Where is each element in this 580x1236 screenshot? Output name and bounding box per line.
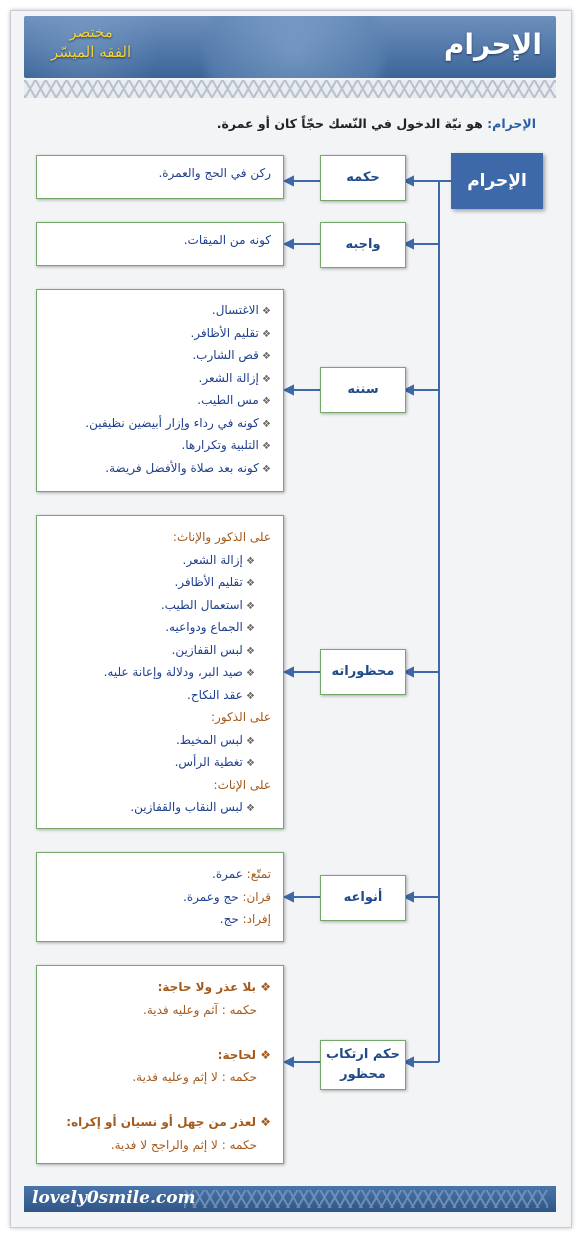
list-item: لبس المخيط. [45,729,271,752]
footer-bar: lovely0smile.com [24,1186,556,1212]
group-title: على الإناث: [213,777,271,792]
brand-line2: الفقه الميسّر [50,43,132,61]
root-node: الإحرام [451,153,543,209]
type-value: حج وعمرة. [183,889,243,904]
ornament-pattern [174,16,414,78]
leaf-hukm: ركن في الحج والعمرة. [36,155,284,199]
page-title: الإحرام [443,28,542,61]
list-item: الاغتسال. [45,299,271,322]
list-item: لبس القفازين. [45,639,271,662]
leaf-sunan: الاغتسال. تقليم الأظافر. قص الشارب. إزال… [36,289,284,492]
list-item: تمتّع: عمرة. [45,863,271,886]
rule-label: حكمه : [221,1070,257,1084]
list-item: تقليم الأظافر. [45,322,271,345]
list-item: قران: حج وعمرة. [45,886,271,909]
spacer [45,1089,271,1112]
list-item: تقليم الأظافر. [45,571,271,594]
site-link[interactable]: lovely0smile.com [32,1188,196,1208]
leaf-irtikab: ❖ بلا عذر ولا حاجة: حكمه : آثم وعليه فدي… [36,965,284,1164]
list-item: التلبية وتكرارها. [45,434,271,457]
group-title: على الذكور: [211,710,271,724]
case-title: ❖ لحاجة: [217,1047,271,1062]
list-item: الجماع ودواعيه. [45,616,271,639]
type-value: حج. [219,912,243,926]
decorative-band [24,80,556,98]
definition-line: الإحرام: هو نيّة الدخول في النّسك حجّاً … [217,116,536,131]
list-item: عقد النكاح. [45,684,271,707]
case-rule: حكمه : لا إثم وعليه فدية. [45,1066,271,1089]
node-irtikab-line2: محظور [340,1067,386,1082]
group-title: على الذكور والإناث: [172,530,271,544]
type-name: إفراد: [242,912,271,926]
case-rule: حكمه : لا إثم والراجح لا فدية. [45,1134,271,1157]
list-item: تغطية الرأس. [45,751,271,774]
rule-text: لا إثم والراجح لا فدية. [110,1137,222,1152]
list-item: كونه بعد صلاة والأفضل فريضة. [45,457,271,480]
ornament-pattern [24,16,174,78]
definition-text: هو نيّة الدخول في النّسك حجّاً كان أو عم… [216,116,488,131]
list-item: مس الطيب. [45,389,271,412]
list-item: كونه في رداء وإزار أبيضين نظيفين. [45,412,271,435]
node-wajib: واجبه [320,222,406,268]
list-item: استعمال الطيب. [45,594,271,617]
header-banner: مختصر الفقه الميسّر الإحرام [24,16,556,78]
definition-label: الإحرام: [487,116,536,131]
leaf-anwa: تمتّع: عمرة. قران: حج وعمرة. إفراد: حج. [36,852,284,942]
node-irtikab: حكم ارتكاب محظور [320,1040,406,1090]
decorative-band [184,1190,548,1208]
case-title: ❖ لعذر من جهل أو نسيان أو إكراه: [66,1115,271,1129]
brand-logo: مختصر الفقه الميسّر [36,22,146,62]
list-item: قص الشارب. [45,344,271,367]
rule-text: لا إثم وعليه فدية. [132,1070,222,1084]
node-mahzurat: محظوراته [320,649,406,695]
type-value: عمرة. [212,867,247,881]
brand-line1: مختصر [69,23,113,41]
type-name: تمتّع: [246,867,271,881]
list-item: صيد البر، ودلالة وإعانة عليه. [45,661,271,684]
leaf-wajib-text: كونه من الميقات. [183,233,271,247]
leaf-hukm-text: ركن في الحج والعمرة. [158,166,271,180]
leaf-wajib: كونه من الميقات. [36,222,284,266]
node-sunan: سننه [320,367,406,413]
node-hukm: حكمه [320,155,406,201]
list-item: لبس النقاب والقفازين. [45,796,271,819]
list-item: إزالة الشعر. [45,549,271,572]
leaf-mahzurat: على الذكور والإناث: إزالة الشعر. تقليم ا… [36,515,284,829]
rule-label: حكمه : [221,1002,257,1017]
node-anwa: أنواعه [320,875,406,921]
spacer [45,1021,271,1044]
list-item: إزالة الشعر. [45,367,271,390]
case-title: ❖ بلا عذر ولا حاجة: [157,980,271,994]
rule-text: آثم وعليه فدية. [143,1002,222,1017]
list-item: إفراد: حج. [45,908,271,931]
case-rule: حكمه : آثم وعليه فدية. [45,999,271,1022]
type-name: قران: [242,889,271,904]
node-irtikab-line1: حكم ارتكاب [326,1047,400,1062]
rule-label: حكمه : [221,1137,257,1152]
